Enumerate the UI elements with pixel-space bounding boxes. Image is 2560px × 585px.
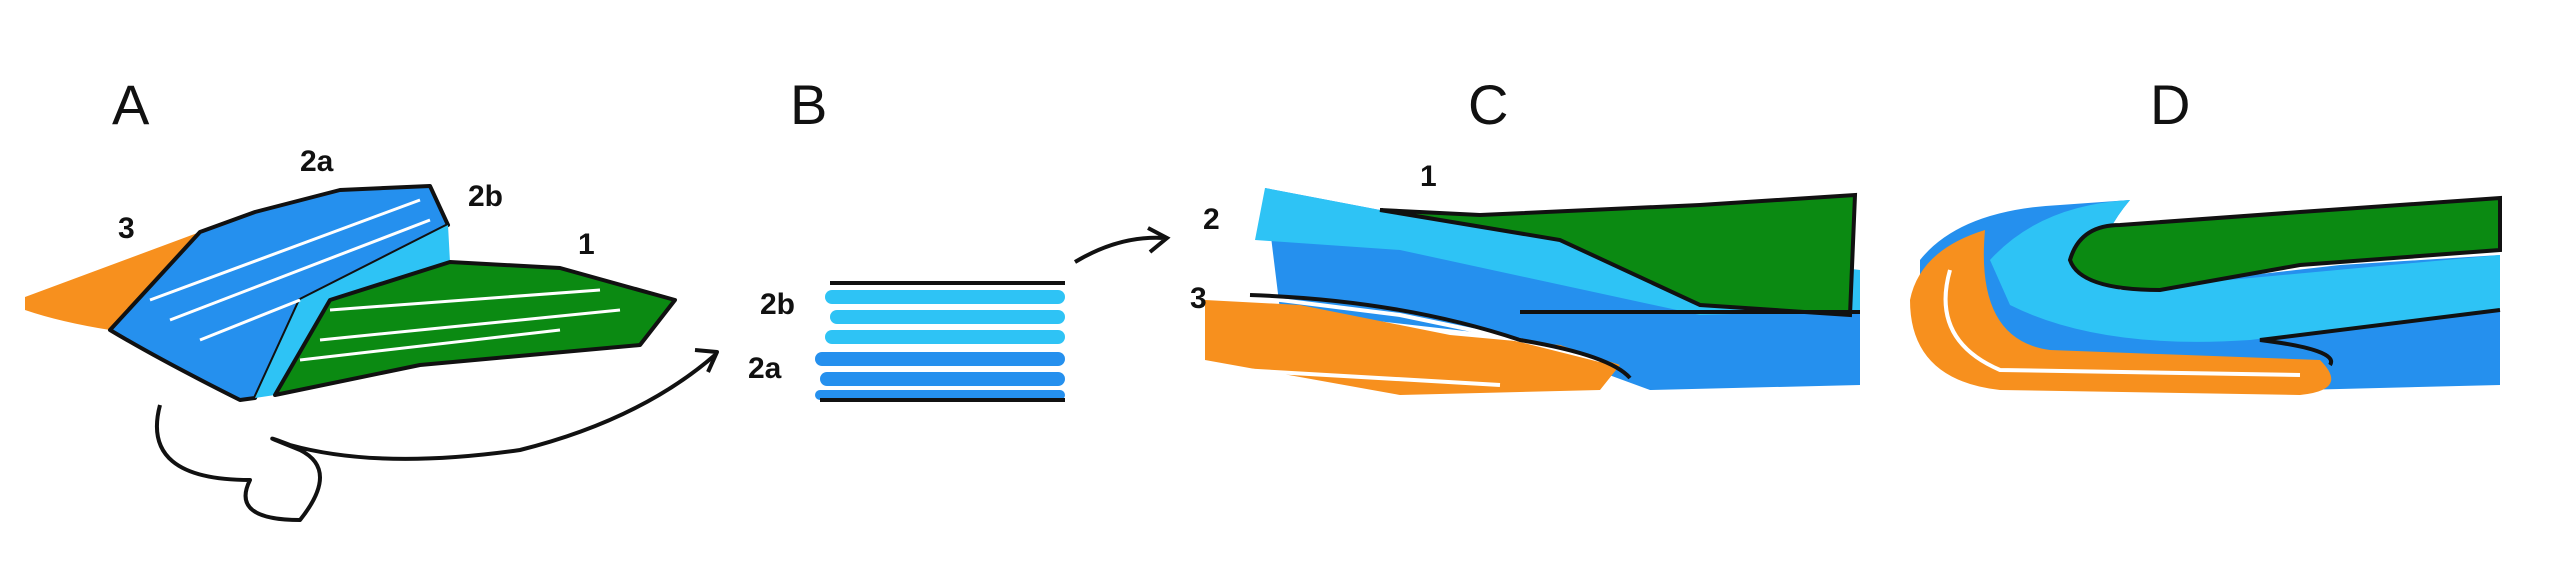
panel-b-label-2b: 2b (760, 288, 796, 321)
rotation-arrow (154, 353, 717, 522)
unit-2a-blue (108, 184, 450, 402)
unit-3-orange (25, 232, 200, 330)
panel-c-title: C (1468, 73, 1509, 136)
panel-a-title: A (112, 73, 150, 136)
unit-2b-lightblue (255, 225, 450, 398)
panel-c-label-2: 2 (1203, 203, 1220, 236)
unit-1-green (273, 260, 677, 397)
unit-1-green (2067, 195, 2502, 293)
panel-c-label-1: 1 (1420, 160, 1437, 193)
panel-b-label-2a: 2a (748, 352, 782, 385)
panel-d-drawing (1910, 195, 2502, 395)
panel-b-drawing (815, 226, 1171, 402)
panel-c-label-3: 3 (1190, 282, 1207, 315)
panel-a-drawing (25, 184, 719, 522)
panel-a-label-2a: 2a (300, 145, 334, 178)
panel-a-label-3: 3 (118, 212, 135, 245)
unit-1-green (1379, 192, 1858, 318)
panel-b-title: B (790, 73, 828, 136)
unit-3-orange (1910, 230, 2332, 395)
panel-a-label-2b: 2b (468, 180, 504, 213)
unit-3-orange (1205, 300, 1620, 395)
panel-c-drawing (1205, 188, 1860, 395)
panel-d-title: D (2150, 73, 2191, 136)
arrow-b-to-c (1073, 226, 1171, 264)
panel-a-label-1: 1 (578, 228, 595, 261)
